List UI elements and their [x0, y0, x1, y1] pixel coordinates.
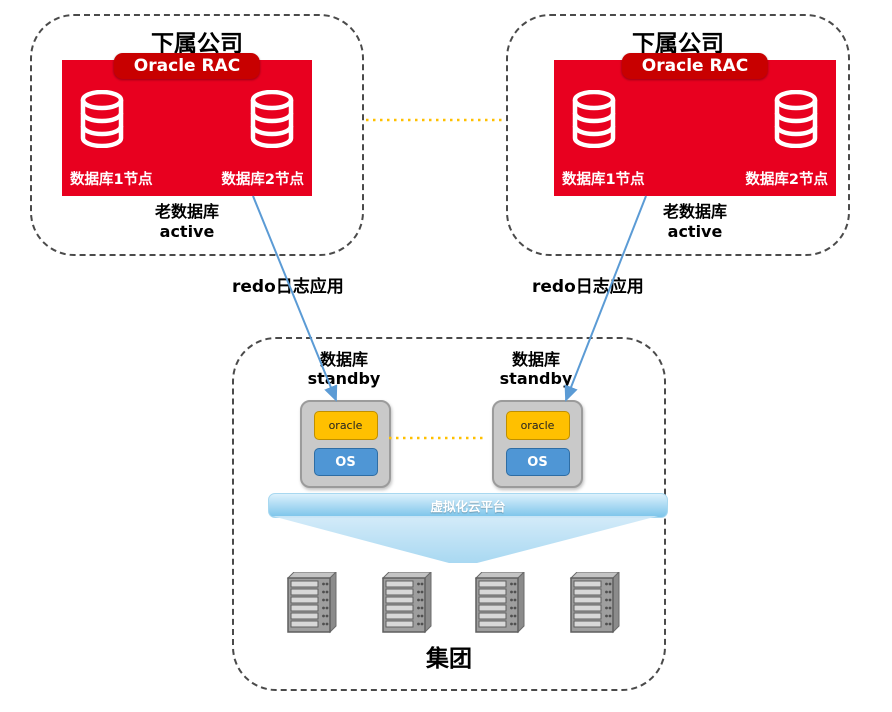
server-icon: [286, 570, 338, 634]
subsidiary-title: 下属公司: [632, 31, 724, 57]
os-box: OS: [313, 448, 378, 476]
oracle-rac-banner: Oracle RAC: [113, 53, 261, 79]
db-status-label: 老数据库 active: [554, 202, 836, 242]
group-container: 数据库 standby 数据库 standby oracle OS oracle…: [232, 337, 668, 691]
oracle-instance-box: oracle: [313, 411, 378, 440]
os-box: OS: [505, 448, 570, 476]
db-status-line1: 老数据库: [154, 202, 219, 221]
db-node-2-label: 数据库2节点: [745, 172, 828, 188]
database-icon: [772, 89, 820, 149]
standby-db-label: 数据库 standby: [296, 350, 392, 388]
database-icon: [570, 89, 618, 149]
standby-db-line1: 数据库: [511, 350, 560, 369]
subsidiary-title: 下属公司: [151, 31, 243, 57]
standby-db-line2: standby: [307, 369, 381, 389]
redo-log-apply-label: redo日志应用: [232, 277, 344, 297]
db-status-line2: active: [159, 222, 215, 241]
standby-db-line2: standby: [499, 369, 573, 389]
db-node-1-label: 数据库1节点: [70, 172, 153, 188]
standby-vm-box: oracle OS: [300, 400, 391, 488]
db-status-line1: 老数据库: [662, 202, 727, 221]
db-status-line2: active: [667, 222, 723, 241]
db-node-2-label: 数据库2节点: [221, 172, 304, 188]
server-icon: [381, 570, 433, 634]
standby-db-line1: 数据库: [319, 350, 368, 369]
db-node-1-label: 数据库1节点: [562, 172, 645, 188]
subsidiary-left-container: 下属公司 Oracle RAC 数据库1节点 数据: [30, 14, 364, 256]
database-icon: [78, 89, 126, 149]
oracle-rac-banner: Oracle RAC: [621, 53, 769, 79]
server-icon: [569, 570, 621, 634]
standby-db-label: 数据库 standby: [488, 350, 584, 388]
server-icon: [474, 570, 526, 634]
oracle-rac-box: Oracle RAC 数据库1节点 数据库2节点: [554, 53, 836, 196]
group-title: 集团: [426, 646, 472, 672]
oracle-instance-box: oracle: [505, 411, 570, 440]
virtualization-cloud-platform-bar: 虚拟化云平台: [268, 493, 668, 518]
database-icon: [248, 89, 296, 149]
standby-vm-box: oracle OS: [492, 400, 583, 488]
redo-log-apply-label: redo日志应用: [532, 277, 644, 297]
oracle-rac-box: Oracle RAC 数据库1节点 数据库2节点: [62, 53, 312, 196]
db-status-label: 老数据库 active: [62, 202, 312, 242]
subsidiary-right-container: 下属公司 Oracle RAC 数据库1节点 数据: [506, 14, 850, 256]
